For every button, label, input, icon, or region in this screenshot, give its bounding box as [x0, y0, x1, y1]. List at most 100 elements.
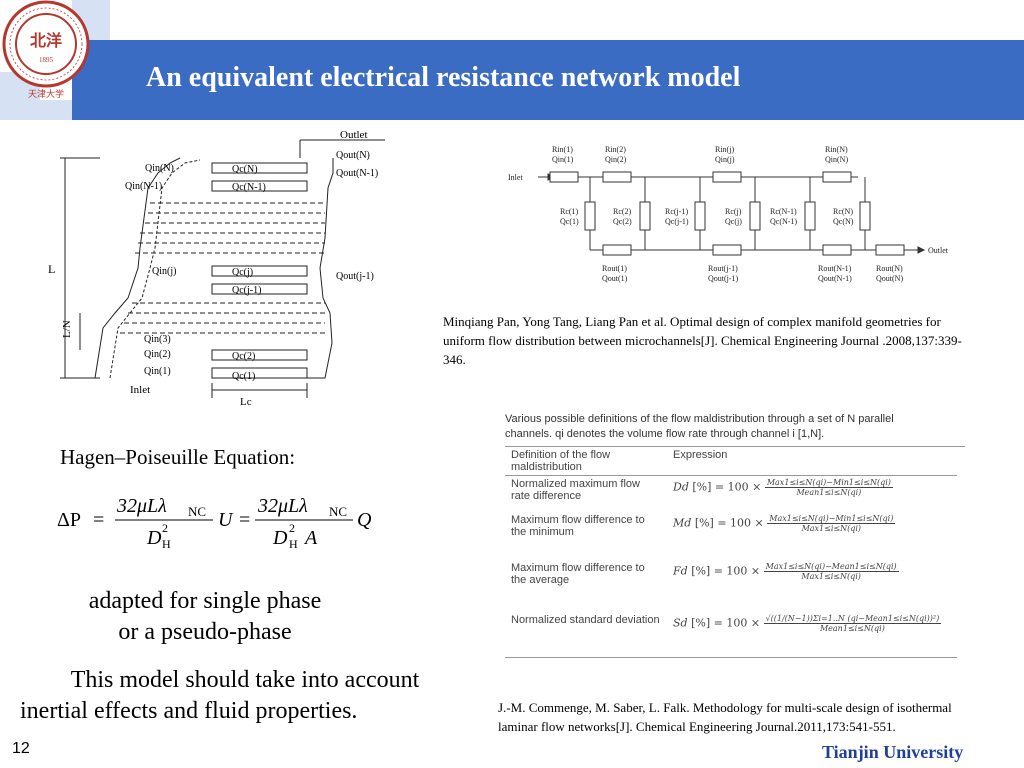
eq-sub-nc-1: NC [188, 504, 206, 519]
eq-lhs: ΔP [57, 509, 81, 531]
row-symbol: Md [673, 516, 692, 529]
eq-sub-h-2: H [289, 537, 298, 550]
table-row: Maximum flow difference to the minimum M… [505, 512, 957, 560]
university-logo: 北洋 1895 天津大学 [2, 0, 90, 99]
eq-equals-1: = [93, 509, 104, 531]
network-outlet-label: Outlet [928, 246, 949, 255]
qc-1-net-label: Qc(1) [560, 217, 579, 226]
table-caption-line-2: channels. qi denotes the volume flow rat… [505, 428, 825, 440]
rin-n-label: Rin(N) [825, 145, 848, 154]
eq-a: A [303, 527, 318, 549]
qin-2-net-label: Qin(2) [605, 155, 627, 164]
qin-1-net-label: Qin(1) [552, 155, 574, 164]
resistance-network-diagram: Inlet Outlet Rin(1) Qin(1) Rin(2) Qin(2)… [508, 145, 949, 283]
rin-j-label: Rin(j) [715, 145, 734, 154]
header-expression: Expression [673, 449, 728, 461]
rc-j-label: Rc(j) [725, 207, 742, 216]
eq-numerator-2: 32μLλ [257, 495, 308, 517]
row-numerator: Max1≤i≤N(qi)−Mean1≤i≤N(qi) [763, 561, 899, 572]
qout-1-label: Qout(1) [602, 274, 628, 283]
qc-2-net-label: Qc(2) [613, 217, 632, 226]
model-caption: This model should take into account iner… [20, 665, 460, 727]
rc-1-label: Rc(1) [560, 207, 579, 216]
eq-denominator-2: D [272, 527, 288, 549]
qout-j1-label: Qout(j-1) [336, 271, 374, 282]
qin-j-label: Qin(j) [152, 266, 176, 277]
heading-colon: : [289, 445, 296, 469]
channel-network-diagram: Outlet Inlet L L/N Lc Qout(N) Qout(N-1) … [48, 129, 385, 408]
eq-sub-h-1: H [162, 537, 171, 550]
header-definition: Definition of the flow maldistribution [511, 449, 611, 473]
rout-1-label: Rout(1) [602, 264, 627, 273]
logo-chinese-name: 天津大学 [28, 88, 64, 99]
row-lhs: [%] = 100 × [691, 564, 761, 577]
model-line-1: This model should take into account [70, 667, 420, 693]
qout-n1-label: Qout(N-1) [336, 168, 378, 179]
qc-2-label: Qc(2) [232, 351, 255, 362]
eq-denominator-1: D [146, 527, 162, 549]
rout-n1-label: Rout(N-1) [818, 264, 852, 273]
hagen-poiseuille-heading: Hagen–Poiseuille Equation: [60, 445, 295, 470]
qc-j-label: Qc(j) [232, 267, 253, 278]
row-numerator: Max1≤i≤N(qi)−Min1≤i≤N(qi) [767, 513, 896, 524]
row-symbol: Fd [673, 564, 688, 577]
eq-q: Q [357, 509, 372, 531]
row-numerator: √((1/(N−1))Σi=1..N (qi−Mean1≤i≤N(qi))²) [763, 613, 942, 624]
qc-j-net-label: Qc(j) [725, 217, 742, 226]
slide-title: An equivalent electrical resistance netw… [146, 62, 741, 93]
title-bar: An equivalent electrical resistance netw… [72, 40, 1024, 120]
network-inlet-label: Inlet [508, 173, 523, 182]
logo-center-text: 北洋 [30, 31, 62, 50]
table-row: Maximum flow difference to the average F… [505, 560, 957, 612]
row-numerator: Max1≤i≤N(qi)−Min1≤i≤N(qi) [764, 478, 893, 488]
rc-2-label: Rc(2) [613, 207, 632, 216]
row-name: Maximum flow difference to the average [511, 561, 645, 586]
adapted-caption: adapted for single phase or a pseudo-pha… [40, 586, 370, 648]
row-symbol: Dd [673, 480, 689, 494]
rout-j1-label: Rout(j-1) [708, 264, 738, 273]
footer-university: Tianjin University [822, 742, 964, 762]
eq-sub-nc-2: NC [329, 504, 347, 519]
rc-n1-label: Rc(N-1) [770, 207, 797, 216]
eq-u: U [218, 509, 234, 531]
table-row: Normalized maximum flow rate difference … [505, 476, 957, 512]
qin-3-label: Qin(3) [144, 334, 171, 345]
qc-n-net-label: Qc(N) [833, 217, 854, 226]
qc-j1-net-label: Qc(j-1) [665, 217, 689, 226]
segment-length-label: L/N [61, 320, 73, 338]
qout-n-net-label: Qout(N) [876, 274, 903, 283]
row-symbol: Sd [673, 616, 688, 629]
hagen-poiseuille-equation: ΔP = 32μLλ NC D 2 H U = 32μLλ NC D 2 H A… [57, 495, 372, 550]
inlet-label: Inlet [130, 384, 150, 396]
table-caption: Various possible definitions of the flow… [505, 412, 965, 442]
row-name: Normalized maximum flow rate difference [511, 478, 640, 502]
rout-n-label: Rout(N) [876, 264, 903, 273]
eq-equals-2: = [239, 509, 250, 531]
qin-n-net-label: Qin(N) [825, 155, 848, 164]
qout-n-label: Qout(N) [336, 150, 370, 161]
row-lhs: [%] = 100 × [692, 480, 762, 494]
qout-j1-net-label: Qout(j-1) [708, 274, 739, 283]
table-caption-line-1: Various possible definitions of the flow… [505, 413, 894, 425]
eq-sup-2-1: 2 [162, 521, 168, 535]
logo-year: 1895 [39, 56, 54, 64]
adapted-line-1: adapted for single phase [88, 588, 322, 614]
adapted-line-2: or a pseudo-phase [118, 619, 292, 645]
maldistribution-definitions: Various possible definitions of the flow… [505, 412, 965, 658]
rin-1-label: Rin(1) [552, 145, 573, 154]
qc-n1-net-label: Qc(N-1) [770, 217, 797, 226]
rc-n-label: Rc(N) [833, 207, 853, 216]
length-label: L [48, 262, 55, 276]
row-name: Maximum flow difference to the minimum [511, 513, 645, 538]
row-denominator: Max1≤i≤N(qi) [801, 523, 862, 533]
table-row: Normalized standard deviation Sd [%] = 1… [505, 612, 957, 658]
rin-2-label: Rin(2) [605, 145, 626, 154]
qin-j-net-label: Qin(j) [715, 155, 735, 164]
definitions-table: Definition of the flow maldistribution E… [505, 447, 957, 658]
page-number: 12 [12, 740, 30, 757]
qout-n1-net-label: Qout(N-1) [818, 274, 852, 283]
qc-n-label: Qc(N) [232, 164, 258, 175]
rc-j1-label: Rc(j-1) [665, 207, 688, 216]
outlet-label: Outlet [340, 129, 368, 141]
qin-n1-label: Qin(N-1) [125, 181, 162, 192]
